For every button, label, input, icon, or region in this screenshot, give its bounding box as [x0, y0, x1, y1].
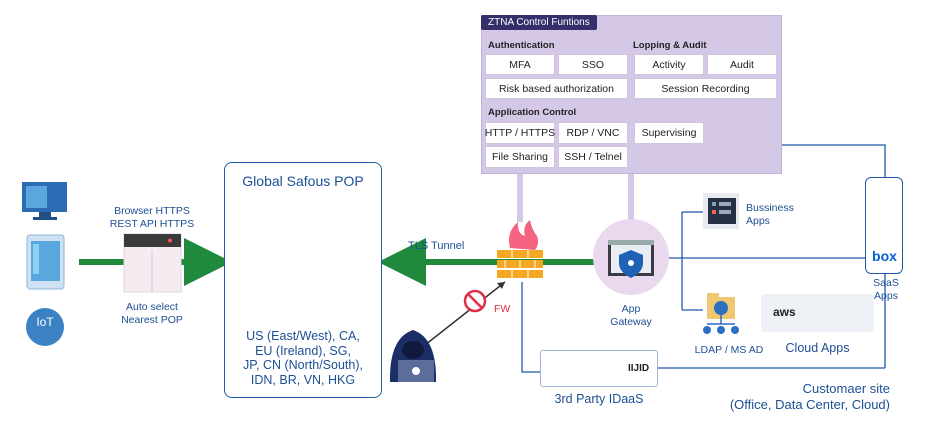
- logging-heading: Lopping & Audit: [633, 40, 707, 51]
- okta-logo: okta: [587, 363, 603, 372]
- load-balancer-icon: [123, 233, 182, 293]
- pop-location-line: EU (Ireland), SG,: [255, 343, 351, 358]
- idaas-label: 3rd Party IDaaS: [554, 392, 644, 406]
- ldap-label: LDAP / MS AD: [694, 344, 764, 356]
- iot-label: IoT: [36, 315, 54, 329]
- firewall-icon: [497, 220, 543, 278]
- nearest-pop-label: Nearest POP: [121, 314, 183, 326]
- business-apps-label-2: Apps: [746, 215, 770, 227]
- global-pop-box: [224, 162, 382, 398]
- tablet-icon: [26, 234, 65, 290]
- pop-location-line: JP, CN (North/South),: [243, 358, 363, 372]
- firewall-to-idaas-line: [521, 282, 540, 373]
- salesforce-logo: salesforce: [874, 193, 897, 199]
- file-sharing-box: File Sharing: [485, 146, 555, 168]
- attack-arrow: [424, 281, 506, 346]
- iijid-logo: IIJID: [628, 363, 650, 374]
- pop-location-line: US (East/West), CA,: [246, 329, 360, 343]
- saas-label-2: Apps: [874, 290, 898, 302]
- iot-icon: [26, 308, 64, 346]
- business-apps-icon: [703, 193, 739, 229]
- ldap-icon: [703, 293, 739, 334]
- mfa-box: MFA: [485, 54, 555, 75]
- rest-api-label: REST API HTTPS: [109, 218, 195, 230]
- ztna-title: ZTNA Control Funtions: [481, 15, 597, 30]
- pop-locations: US (East/West), CA, EU (Ireland), SG, JP…: [226, 329, 380, 387]
- customer-site-label: Customaer site: [802, 381, 890, 396]
- browser-https-label: Browser HTTPS: [114, 205, 190, 217]
- saas-label-1: SaaS: [873, 277, 899, 289]
- supervising-box: Supervising: [634, 122, 704, 144]
- cloud-apps-label: Cloud Apps: [785, 341, 850, 355]
- app-control-heading: Application Control: [488, 107, 577, 118]
- fw-label: FW: [494, 303, 511, 315]
- app-gateway-icon: [593, 219, 669, 295]
- hacker-icon: [389, 330, 437, 382]
- rdp-box: RDP / VNC: [558, 122, 628, 144]
- http-box: HTTP / HTTPS: [485, 122, 555, 144]
- session-recording-box: Session Recording: [634, 78, 777, 99]
- sso-box: SSO: [558, 54, 628, 75]
- pop-title: Global Safous POP: [242, 173, 364, 189]
- box-logo: box: [872, 248, 897, 264]
- ztna-to-saas-line: [782, 144, 886, 177]
- pop-location-line: IDN, BR, VN, HKG: [250, 372, 356, 387]
- business-apps-label-1: Bussiness: [746, 202, 794, 214]
- tls-tunnel-label: TLS Tunnel: [408, 240, 465, 252]
- app-gateway-label-2: Gateway: [610, 316, 652, 328]
- saas-apps-box: [865, 177, 903, 274]
- ssh-box: SSH / Telnel: [558, 146, 628, 168]
- audit-box: Audit: [707, 54, 777, 75]
- blocked-icon: [463, 289, 487, 313]
- risk-auth-box: Risk based authorization: [485, 78, 628, 99]
- app-gateway-label-1: App: [621, 303, 641, 315]
- idaas-box: [540, 350, 658, 387]
- aws-logo: aws: [773, 305, 796, 319]
- monitor-icon: [22, 182, 67, 220]
- cloud-apps-box: [761, 294, 874, 332]
- customer-site-detail: (Office, Data Center, Cloud): [729, 397, 890, 412]
- activity-box: Activity: [634, 54, 704, 75]
- authentication-heading: Authentication: [488, 40, 555, 51]
- auto-select-label: Auto select: [126, 301, 178, 313]
